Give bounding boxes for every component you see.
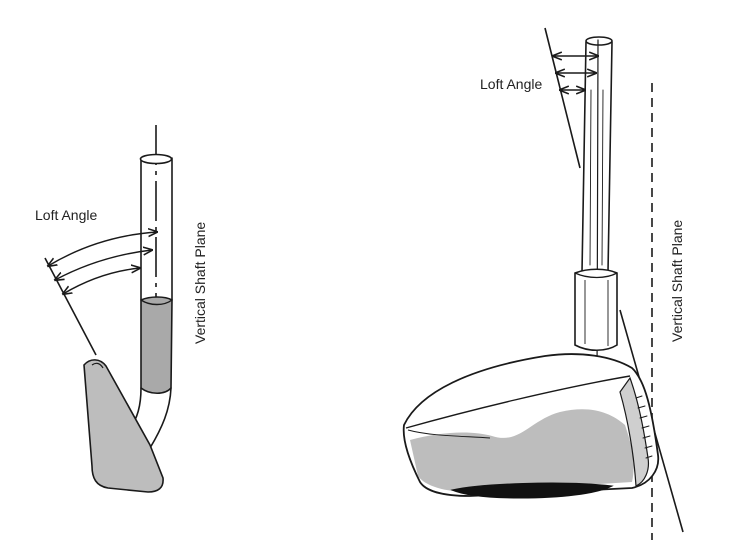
iron-loft-angle-label: Loft Angle: [35, 207, 97, 223]
hybrid-hosel: [574, 268, 618, 352]
hybrid-loft-angle-label: Loft Angle: [480, 76, 542, 92]
iron-shaft-plane-label: Vertical Shaft Plane: [192, 222, 208, 344]
iron-loft-arc-3: [63, 268, 140, 294]
iron-hosel: [140, 296, 173, 395]
iron-club-figure: Loft Angle Vertical Shaft Plane: [35, 125, 208, 493]
hybrid-sole: [450, 482, 614, 499]
hybrid-club-figure: Loft Angle Vertical Shaft Plane: [402, 27, 685, 540]
hybrid-sole-shading: [410, 409, 634, 492]
hybrid-face: [619, 376, 650, 487]
hybrid-face-line: [544, 27, 581, 169]
hybrid-shaft: [581, 36, 613, 386]
hybrid-shaft-plane-label: Vertical Shaft Plane: [669, 220, 685, 342]
iron-head: [83, 359, 164, 493]
